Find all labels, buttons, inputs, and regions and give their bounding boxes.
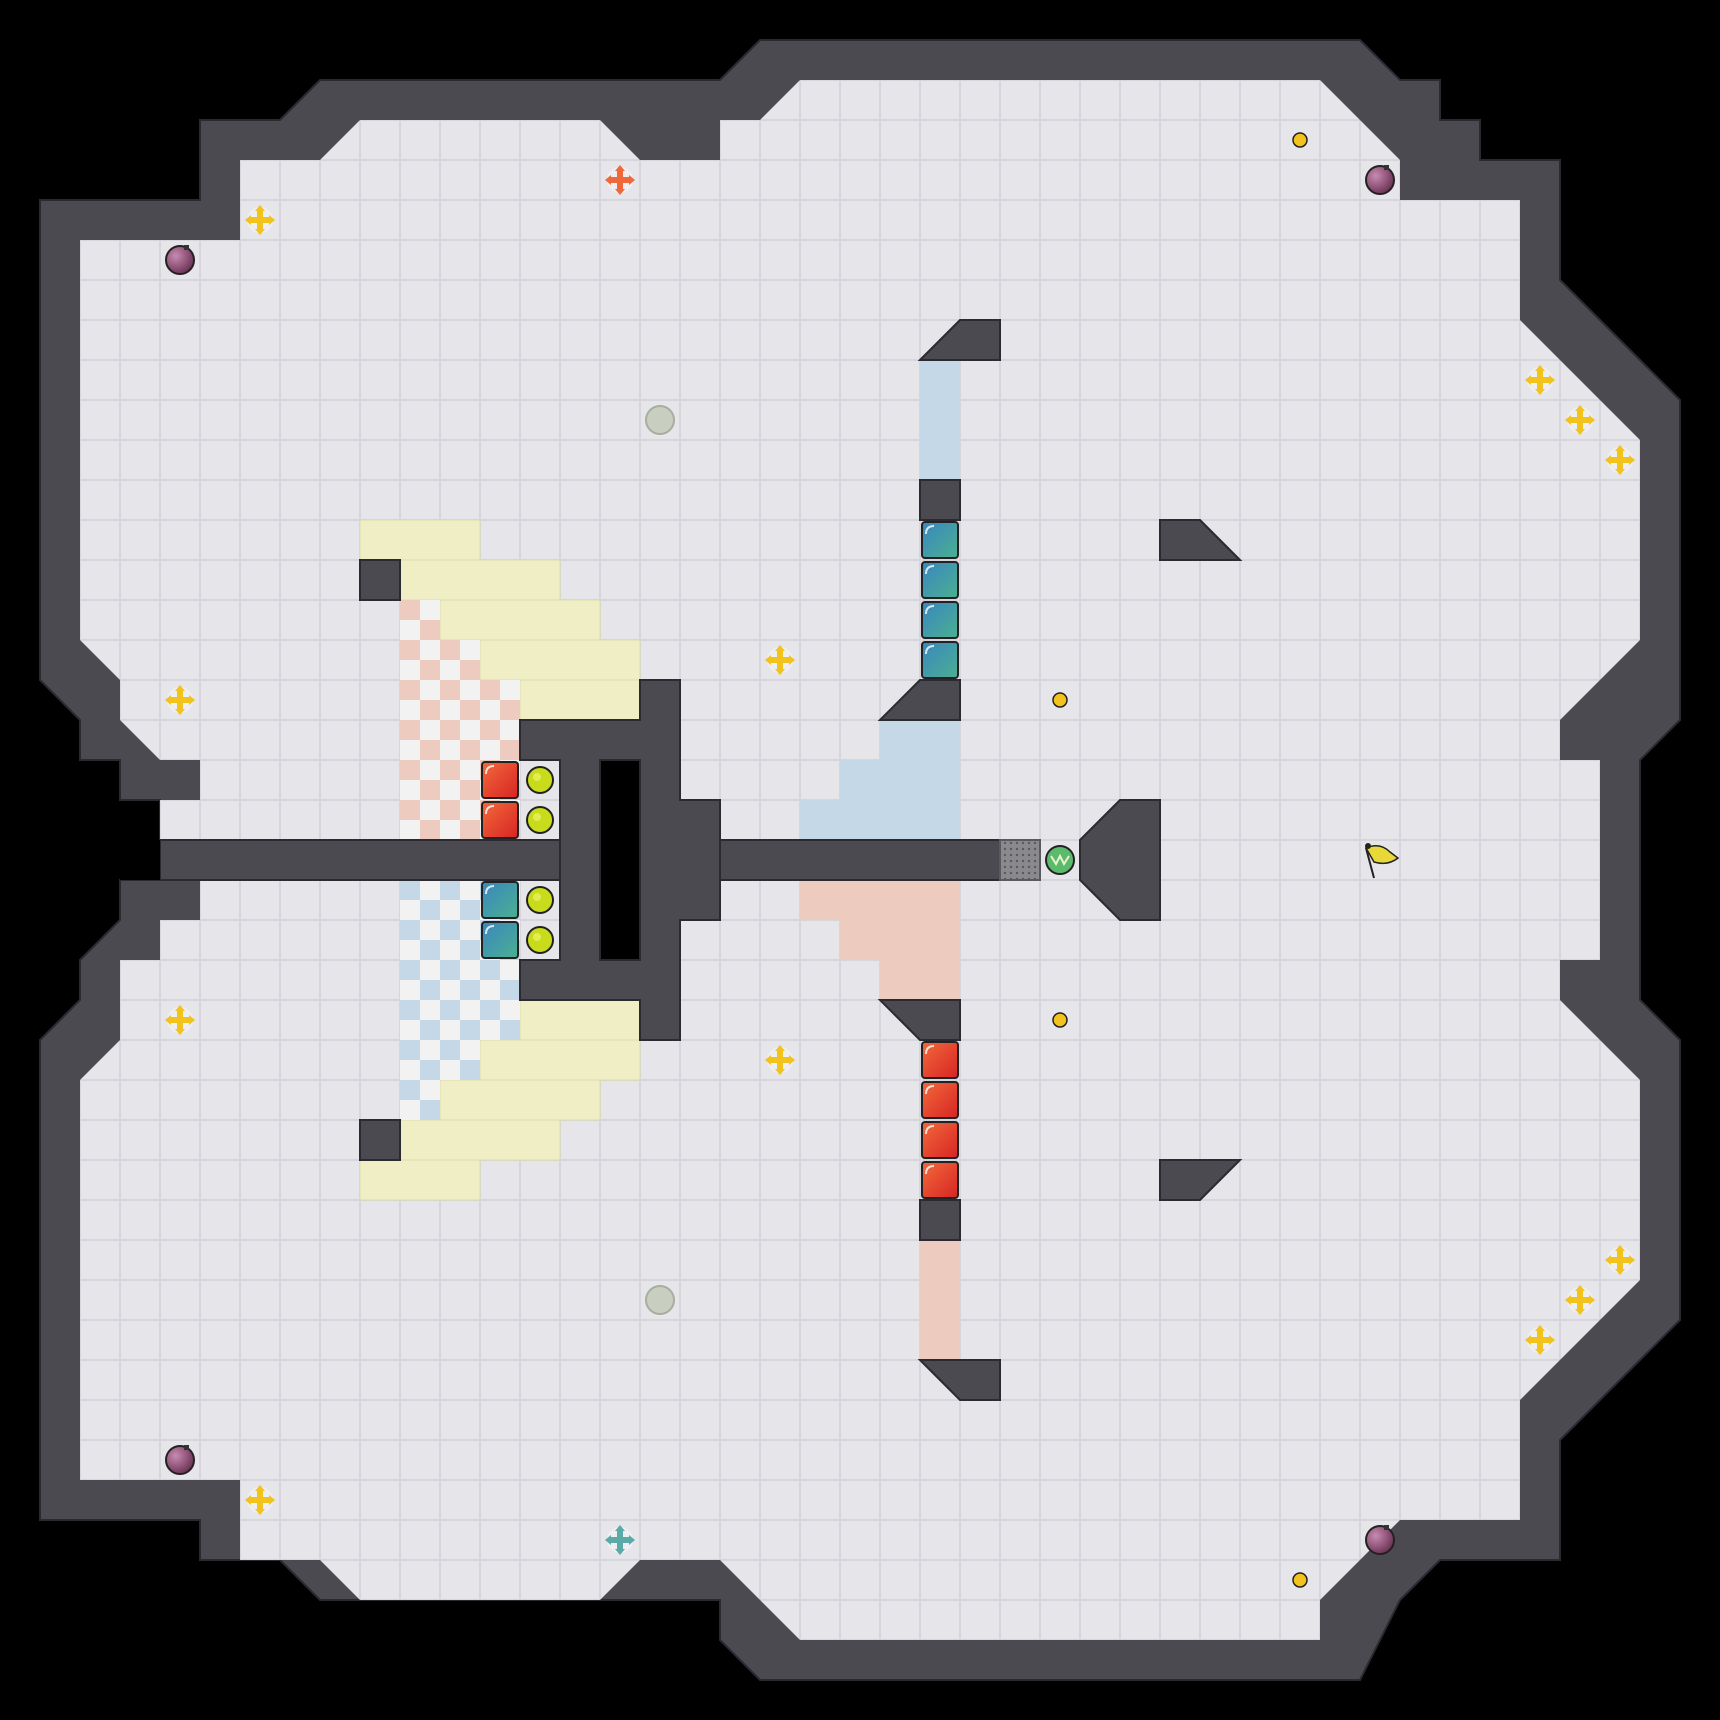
bomb-icon [165, 245, 195, 275]
boost-icon [1045, 845, 1075, 875]
ball-icon [526, 766, 554, 794]
red-tile [481, 801, 519, 839]
plus-arrows-icon [245, 1485, 275, 1515]
blue-zone [920, 360, 960, 480]
yellow-zone [399, 559, 561, 601]
red-zone [800, 880, 960, 1000]
yellow-zone [479, 639, 641, 681]
team-zones [359, 360, 960, 1360]
blue-tile [921, 641, 959, 679]
yellow-zone [479, 1039, 641, 1081]
red-tile [481, 761, 519, 799]
blue-tile [481, 921, 519, 959]
spike-dot-icon [1052, 1012, 1068, 1028]
plus-arrows-icon [1525, 365, 1555, 395]
gate [999, 839, 1041, 881]
plus-arrows-icon [1605, 1245, 1635, 1275]
team-tiles [481, 521, 959, 1199]
red-tile [921, 1121, 959, 1159]
bomb-icon [1365, 1525, 1395, 1555]
yellow-zone [519, 999, 641, 1041]
map-items [165, 132, 1635, 1588]
plus-arrows-icon [1565, 405, 1595, 435]
left-pit [120, 840, 160, 880]
red-tile [921, 1161, 959, 1199]
plus-arrows-icon [165, 685, 195, 715]
center-pit [599, 759, 641, 961]
move-arrows-icon-teal [605, 1525, 635, 1555]
bomb-icon [1365, 165, 1395, 195]
ball-icon [526, 886, 554, 914]
yellow-zone [439, 1079, 601, 1121]
plus-arrows-icon [765, 1045, 795, 1075]
ball-icon [526, 926, 554, 954]
ball-icon [526, 806, 554, 834]
plus-arrows-icon [1605, 445, 1635, 475]
plus-arrows-icon [765, 645, 795, 675]
yellow-zone [359, 519, 481, 561]
flag-icon [1364, 843, 1400, 879]
plus-arrows-icon [245, 205, 275, 235]
plus-arrows-icon [165, 1005, 195, 1035]
inner-walls [159, 319, 1243, 1401]
blue-tile [921, 561, 959, 599]
blue-tile [921, 601, 959, 639]
spike-dot-icon [1292, 1572, 1308, 1588]
red-tile [921, 1081, 959, 1119]
blue-zone [800, 720, 960, 840]
red-tile [921, 1041, 959, 1079]
blue-tile [481, 881, 519, 919]
plus-arrows-icon [1565, 1285, 1595, 1315]
yellow-zone [439, 599, 601, 641]
spike-dot-icon [1292, 132, 1308, 148]
portal-icon [645, 405, 675, 435]
red-zone [920, 1240, 960, 1360]
spike-dot-icon [1052, 692, 1068, 708]
portal-icon [645, 1285, 675, 1315]
yellow-zone [399, 1119, 561, 1161]
yellow-zone [359, 1159, 481, 1201]
plus-arrows-icon [1525, 1325, 1555, 1355]
move-arrows-icon-red [605, 165, 635, 195]
yellow-zone [519, 679, 641, 721]
bomb-icon [165, 1445, 195, 1475]
blue-tile [921, 521, 959, 559]
